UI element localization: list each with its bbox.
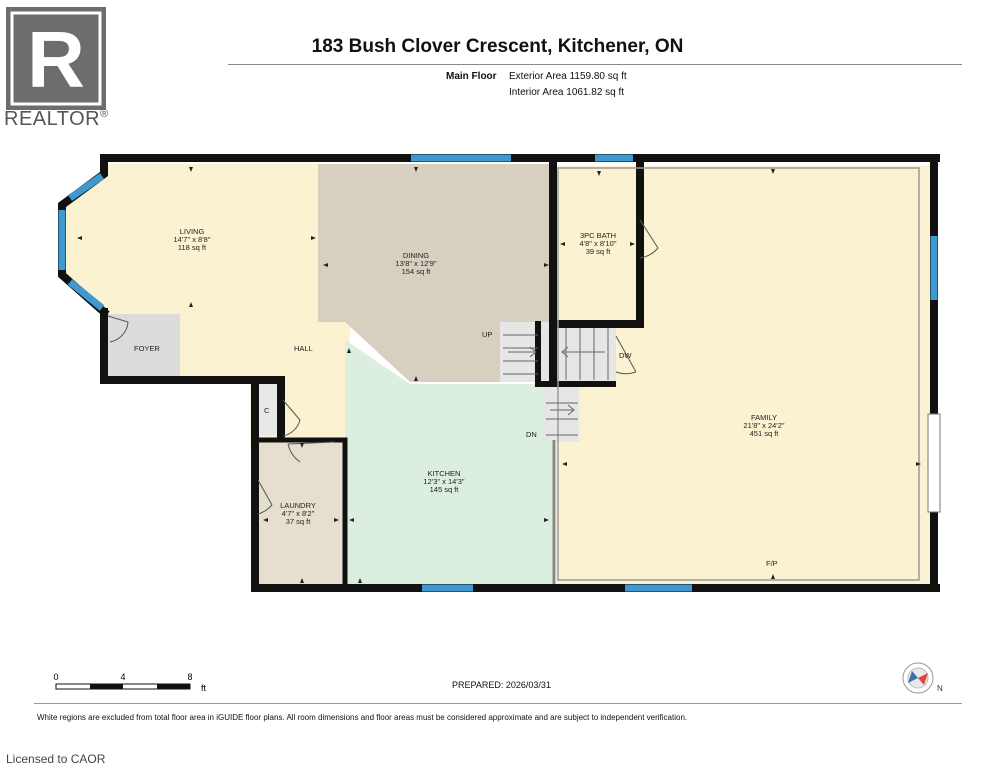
family-name: FAMILY (751, 413, 777, 422)
marker (77, 236, 82, 240)
bath-door (639, 219, 659, 259)
kitchen-dims: 12'3" x 14'3" (423, 477, 464, 486)
marker (771, 574, 775, 579)
prepared-date: PREPARED: 2026/03/31 (452, 680, 551, 690)
marker (300, 578, 304, 583)
window-bay-top (68, 173, 104, 201)
footer-divider (34, 703, 962, 704)
realtor-wordmark: REALTOR® (4, 108, 109, 131)
closet-door (282, 399, 301, 437)
window-bay-bottom (67, 279, 105, 311)
marker (562, 462, 567, 466)
dining-room-fill (318, 164, 553, 382)
family-area: 451 sq ft (750, 429, 780, 438)
registered-mark: ® (100, 108, 109, 120)
bath-area: 39 sq ft (586, 247, 612, 256)
marker (349, 518, 354, 522)
foyer-fill (108, 314, 180, 376)
marker (414, 376, 418, 381)
up-label: UP (482, 330, 492, 339)
wall-foyer-west (100, 308, 259, 444)
logo-letter: R (27, 15, 85, 104)
marker (189, 302, 193, 307)
living-area: 118 sq ft (178, 243, 207, 252)
marker (597, 171, 601, 176)
bath-dims: 4'8" x 8'10" (580, 239, 617, 248)
stair-door (615, 335, 637, 375)
marker (323, 263, 328, 267)
laundry-area: 37 sq ft (286, 517, 312, 526)
marker (311, 236, 316, 240)
wall-laundry-north (252, 437, 348, 591)
foyer-door (107, 315, 129, 343)
fp-label: F/P (766, 559, 778, 568)
compass-icon: N (902, 662, 943, 694)
floor-name: Main Floor (446, 71, 497, 82)
family-inner-border (557, 167, 920, 581)
marker (916, 462, 921, 466)
dining-name: DINING (403, 251, 429, 260)
marker (771, 169, 775, 174)
laundry-name: LAUNDRY (280, 501, 316, 510)
closet-fill (259, 384, 281, 436)
laundry-side-door (257, 479, 273, 515)
stairs-down-fill (543, 386, 579, 442)
closet-label: C (264, 406, 270, 415)
hall-label: HALL (294, 344, 313, 353)
scale-label-8: 8 (187, 672, 192, 682)
stair-arrow-down (550, 404, 575, 416)
dining-dims: 13'8" x 12'9" (395, 259, 436, 268)
laundry-fill (259, 440, 343, 584)
marker (630, 242, 635, 246)
wall-closet (251, 376, 285, 442)
disclaimer: White regions are excluded from total fl… (37, 713, 688, 722)
marker (263, 518, 268, 522)
wall-bath-south (549, 154, 644, 328)
family-dims: 21'8" x 24'2" (743, 421, 784, 430)
dining-area: 154 sq ft (402, 267, 432, 276)
marker (347, 348, 351, 353)
realtor-word: REALTOR (4, 108, 101, 130)
marker (414, 167, 418, 172)
marker (189, 167, 193, 172)
family-room-fill (556, 166, 931, 584)
sliding-door-east (927, 413, 941, 513)
dw-label: DW (619, 351, 632, 360)
scale-label-0: 0 (53, 672, 58, 682)
dn-label: DN (526, 430, 537, 439)
kitchen-name: KITCHEN (428, 469, 461, 478)
marker (334, 518, 339, 522)
marker (544, 263, 549, 267)
exterior-area: Exterior Area 1159.80 sq ft (509, 71, 627, 82)
laundry-dims: 4'7" x 8'2" (282, 509, 315, 518)
marker (544, 518, 549, 522)
scale-unit: ft (201, 683, 207, 693)
laundry-door (287, 441, 335, 463)
interior-area: Interior Area 1061.82 sq ft (509, 87, 625, 98)
license-note: Licensed to CAOR (6, 752, 106, 766)
foyer-label: FOYER (134, 344, 160, 353)
scale-bar: 0 4 8 ft (53, 672, 207, 693)
realtor-logo: R (6, 7, 106, 110)
kitchen-fill (345, 340, 553, 584)
stair-arrow-left (561, 346, 605, 358)
marker (560, 242, 565, 246)
wall-stairs (535, 321, 616, 387)
marker (300, 443, 304, 448)
property-title: 183 Bush Clover Crescent, Kitchener, ON (311, 36, 684, 57)
living-name: LIVING (180, 227, 205, 236)
kitchen-area: 145 sq ft (430, 485, 460, 494)
living-dims: 14'7" x 8'8" (174, 235, 211, 244)
bath-name: 3PC BATH (580, 231, 616, 240)
title-divider (228, 64, 962, 65)
scale-label-4: 4 (120, 672, 125, 682)
stair-arrow-up (508, 346, 537, 358)
marker (358, 578, 362, 583)
compass-north-label: N (937, 684, 943, 693)
